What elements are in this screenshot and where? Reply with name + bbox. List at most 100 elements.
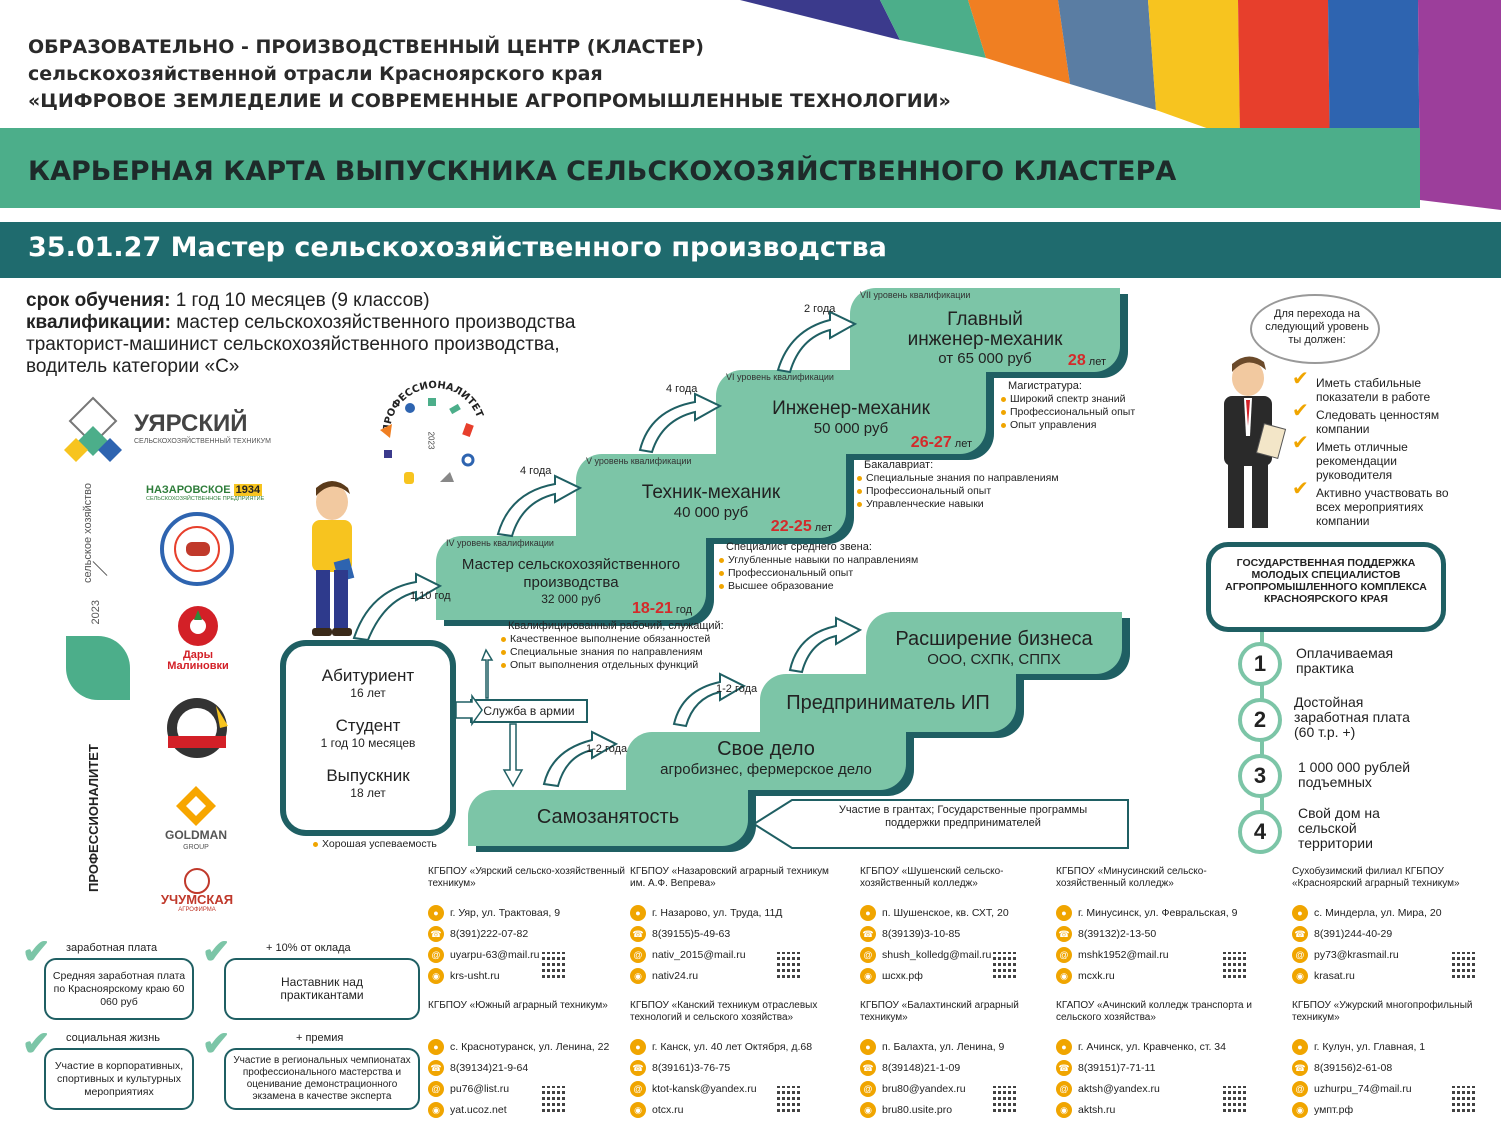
gov-title: ГОСУДАРСТВЕННАЯ ПОДДЕРЖКА МОЛОДЫХ СПЕЦИА… xyxy=(1225,557,1427,605)
qr-code-icon[interactable] xyxy=(775,1086,801,1112)
institution-site[interactable]: ◉mcxk.ru xyxy=(1056,965,1261,986)
uchum-name: УЧУМСКАЯ xyxy=(160,892,234,907)
institution-site[interactable]: ◉aktsh.ru xyxy=(1056,1099,1261,1120)
spo-title: Специалист среднего звена: xyxy=(726,541,872,553)
check-icon: ✔ xyxy=(1292,478,1309,500)
self-title: Самозанятость xyxy=(536,806,680,828)
stage-graduate-age: 18 лет xyxy=(350,786,386,800)
stage-student-duration: 1 год 10 месяцев xyxy=(320,736,416,750)
salary-box: Средняя заработная плата по Красноярском… xyxy=(44,958,194,1020)
professionalitet-badge: ПРОФЕССИОНАЛИТЕТ 2023 xyxy=(370,368,500,498)
requirements-list: ✔Иметь стабильные показатели в работе ✔С… xyxy=(1292,368,1462,528)
own-years: 1-2 года xyxy=(586,743,628,755)
level-5-age: 22-25 лет xyxy=(770,518,832,535)
institution-phone[interactable]: ☎8(39148)21-1-09 xyxy=(860,1057,1065,1078)
years-to-7: 2 года xyxy=(804,303,836,315)
qr-code-icon[interactable] xyxy=(775,952,801,978)
institution-email[interactable]: @pu76@list.ru xyxy=(428,1078,633,1099)
institution-site[interactable]: ◉умпт.рф xyxy=(1292,1099,1497,1120)
student-stages-box: Абитуриент 16 лет Студент 1 год 10 месяц… xyxy=(280,640,456,836)
kr-item: Качественное выполнение обязанностей xyxy=(500,633,724,646)
business-expand-step: Расширение бизнеса ООО, СХПК, СППХ xyxy=(866,612,1122,674)
vertical-label-agri: сельское хозяйство xyxy=(82,482,94,584)
email-icon: @ xyxy=(630,1080,646,1097)
qr-code-icon[interactable] xyxy=(1221,952,1247,978)
institution-site[interactable]: ◉otcx.ru xyxy=(630,1099,835,1120)
institution-email[interactable]: @uzhurpu_74@mail.ru xyxy=(1292,1078,1497,1099)
qr-code-icon[interactable] xyxy=(1450,1086,1476,1112)
uyar-name: УЯРСКИЙ xyxy=(134,410,248,437)
institution-phone[interactable]: ☎8(39132)2-13-50 xyxy=(1056,923,1261,944)
qr-code-icon[interactable] xyxy=(1221,1086,1247,1112)
spo-item: Высшее образование xyxy=(718,580,918,593)
level-4-salary: 32 000 руб xyxy=(541,592,601,606)
institution-address: ●г. Уяр, ул. Трактовая, 9 xyxy=(428,902,633,923)
speech-text: Для перехода на следующий уровень ты дол… xyxy=(1265,308,1369,346)
requirement-item: ✔Иметь стабильные показатели в работе xyxy=(1292,368,1431,404)
institution-email[interactable]: @nativ_2015@mail.ru xyxy=(630,944,835,965)
institution-name: КГБПОУ «Назаровский аграрный техникум им… xyxy=(630,866,829,889)
institution-email[interactable]: @bru80@yandex.ru xyxy=(860,1078,1065,1099)
level-7-age: 28 лет xyxy=(1067,352,1106,369)
dary-logo-icon xyxy=(170,604,226,648)
institution-site[interactable]: ◉yat.ucoz.net xyxy=(428,1099,633,1120)
gov-item-text: Оплачиваемая практика xyxy=(1296,645,1394,676)
phone-icon: ☎ xyxy=(1056,1059,1072,1076)
qr-code-icon[interactable] xyxy=(540,1086,566,1112)
level-5-title: Техник-механик xyxy=(641,482,781,503)
institution-phone[interactable]: ☎8(391)244-40-29 xyxy=(1292,923,1497,944)
institution-site[interactable]: ◉nativ24.ru xyxy=(630,965,835,986)
globe-icon: ◉ xyxy=(630,967,646,984)
globe-icon: ◉ xyxy=(428,967,444,984)
location-pin-icon: ● xyxy=(1056,904,1072,921)
globe-icon: ◉ xyxy=(428,1101,444,1118)
qr-code-icon[interactable] xyxy=(1450,952,1476,978)
level-5-label: V уровень квалификации xyxy=(586,456,692,466)
institution-site[interactable]: ◉шсхк.рф xyxy=(860,965,1065,986)
institution-phone[interactable]: ☎8(39134)21-9-64 xyxy=(428,1057,633,1078)
institution-email[interactable]: @aktsh@yandex.ru xyxy=(1056,1078,1261,1099)
institution-phone[interactable]: ☎8(39161)3-76-75 xyxy=(630,1057,835,1078)
institution-email[interactable]: @py73@krasmail.ru xyxy=(1292,944,1497,965)
institution-email[interactable]: @ktot-kansk@yandex.ru xyxy=(630,1078,835,1099)
level-4-title1: Мастер сельскохозяйственного xyxy=(461,556,681,573)
phone-icon: ☎ xyxy=(860,925,876,942)
nazar-sub: СЕЛЬСКОХОЗЯЙСТВЕННОЕ ПРЕДПРИЯТИЕ xyxy=(146,496,265,502)
institution-name: КГБПОУ «Ужурский многопрофильный технику… xyxy=(1292,1000,1473,1023)
expand-sub: ООО, СХПК, СППХ xyxy=(927,651,1061,668)
qual-value2: тракторист-машинист сельскохозяйственног… xyxy=(26,334,560,355)
institution-email[interactable]: @mshk1952@mail.ru xyxy=(1056,944,1261,965)
institution-phone[interactable]: ☎8(39139)3-10-85 xyxy=(860,923,1065,944)
institution-site[interactable]: ◉krs-usht.ru xyxy=(428,965,633,986)
institution-phone[interactable]: ☎8(39155)5-49-63 xyxy=(630,923,835,944)
social-label: социальная жизнь xyxy=(66,1032,161,1044)
location-pin-icon: ● xyxy=(860,1038,876,1055)
qual-value1: мастер сельскохозяйственного производств… xyxy=(176,312,576,333)
institution-site[interactable]: ◉krasat.ru xyxy=(1292,965,1497,986)
level-4-title2: производства xyxy=(523,574,619,591)
institution-card: КГБПОУ «Шушенский сельско-хозяйственный … xyxy=(860,866,1065,986)
stage-applicant-age: 16 лет xyxy=(350,686,386,700)
institution-site[interactable]: ◉bru80.usite.pro xyxy=(860,1099,1065,1120)
gov-item-number: 4 xyxy=(1238,810,1282,854)
term-value: 1 год 10 месяцев (9 классов) xyxy=(175,290,430,311)
institution-card: КГАПОУ «Ачинский колледж транспорта и се… xyxy=(1056,1000,1261,1120)
email-icon: @ xyxy=(630,946,646,963)
institution-phone[interactable]: ☎8(39151)7-71-11 xyxy=(1056,1057,1261,1078)
email-icon: @ xyxy=(428,946,444,963)
qr-code-icon[interactable] xyxy=(540,952,566,978)
institution-email[interactable]: @uyarpu-63@mail.ru xyxy=(428,944,633,965)
spo-item: Углубленные навыки по направлениям xyxy=(718,554,918,567)
businessman-figure-icon xyxy=(1208,356,1290,536)
social-box: Участие в корпоративных, спортивных и ку… xyxy=(44,1048,194,1110)
institution-email[interactable]: @shush_kolledg@mail.ru xyxy=(860,944,1065,965)
institution-phone[interactable]: ☎8(391)222-07-82 xyxy=(428,923,633,944)
phone-icon: ☎ xyxy=(428,925,444,942)
gov-item-text: Свой дом на сельской территории xyxy=(1298,805,1380,851)
institution-phone[interactable]: ☎8(39156)2-61-08 xyxy=(1292,1057,1497,1078)
vertical-professionalitet: ПРОФЕССИОНАЛИТЕТ xyxy=(86,744,101,892)
email-icon: @ xyxy=(1292,1080,1308,1097)
qr-code-icon[interactable] xyxy=(991,952,1017,978)
level-7-title1: Главный xyxy=(947,309,1023,330)
qr-code-icon[interactable] xyxy=(991,1086,1017,1112)
